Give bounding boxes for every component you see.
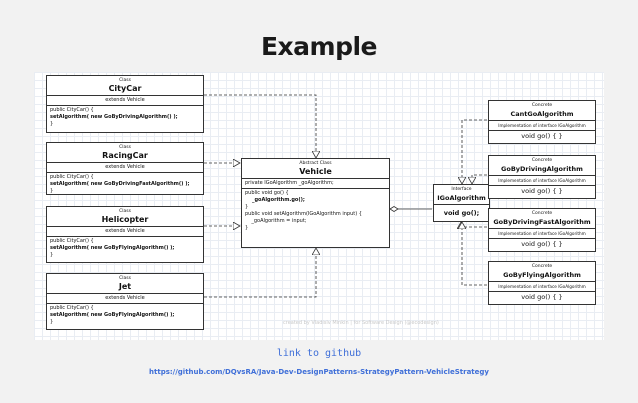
code-line: } bbox=[245, 225, 249, 231]
class-cantgo: Concrete CantGoAlgorithm Implementation … bbox=[488, 100, 596, 144]
class-name: CityCar bbox=[108, 84, 142, 93]
stereotype-label: Interface bbox=[451, 187, 472, 192]
stereotype-label: Concrete bbox=[531, 158, 553, 163]
code-line: } bbox=[245, 204, 249, 210]
impl-label: Implementation of interface IGoAlgorithm bbox=[489, 121, 595, 131]
interface-igoalgorithm: Interface IGoAlgorithm void go(); bbox=[433, 184, 490, 222]
uml-diagram: Class CityCar extends Vehicle public Cit… bbox=[34, 72, 604, 340]
class-name: CantGoAlgorithm bbox=[510, 110, 574, 118]
impl-label: Implementation of interface IGoAlgorithm bbox=[489, 229, 595, 239]
class-racingcar: Class RacingCar extends Vehicle public C… bbox=[46, 142, 204, 195]
class-code: public CityCar() {setAlgorithm( new GoBy… bbox=[47, 106, 203, 129]
method-label: void go() { } bbox=[521, 293, 563, 301]
stereotype-label: Concrete bbox=[531, 103, 553, 108]
inherit-jet bbox=[204, 248, 316, 298]
extends-label: extends Vehicle bbox=[47, 294, 203, 304]
field-label: private IGoAlgorithm _goAlgorithm; bbox=[242, 179, 389, 189]
extends-label: extends Vehicle bbox=[47, 96, 203, 106]
realize-cantgo bbox=[462, 119, 487, 184]
impl-label: Implementation of interface IGoAlgorithm bbox=[489, 282, 595, 292]
code-line: public CityCar() { bbox=[50, 174, 94, 180]
diagram-credit: created by Vladislv Minkin | for Softwar… bbox=[283, 320, 439, 326]
class-name: GoByDrivingFastAlgorithm bbox=[493, 218, 591, 226]
class-helicopter: Class Helicopter extends Vehicle public … bbox=[46, 206, 204, 263]
stereotype-label: Class bbox=[119, 78, 131, 83]
class-name: GoByFlyingAlgorithm bbox=[503, 271, 581, 279]
code-line: _goAlgorithm.go(); bbox=[245, 197, 305, 203]
code-line: public CityCar() { bbox=[50, 305, 94, 311]
class-goflying: Concrete GoByFlyingAlgorithm Implementat… bbox=[488, 261, 596, 305]
github-link[interactable]: link to github bbox=[276, 348, 362, 359]
stereotype-label: Concrete bbox=[531, 211, 553, 216]
slide-title: Example bbox=[260, 32, 378, 61]
extends-label: extends Vehicle bbox=[47, 227, 203, 237]
class-code: public void go() { _goAlgorithm.go();}pu… bbox=[242, 189, 389, 233]
class-godriving: Concrete GoByDrivingAlgorithm Implementa… bbox=[488, 155, 596, 199]
class-code: public CityCar() {setAlgorithm( new GoBy… bbox=[47, 237, 203, 260]
class-citycar: Class CityCar extends Vehicle public Cit… bbox=[46, 75, 204, 133]
extends-label: extends Vehicle bbox=[47, 163, 203, 173]
class-name: Vehicle bbox=[299, 167, 332, 176]
class-name: GoByDrivingAlgorithm bbox=[501, 165, 583, 173]
code-line: public CityCar() { bbox=[50, 238, 94, 244]
method-label: void go() { } bbox=[521, 187, 563, 195]
inherit-citycar bbox=[204, 94, 316, 158]
realize-goflying bbox=[462, 222, 487, 286]
class-name: IGoAlgorithm bbox=[437, 194, 486, 202]
code-line: public CityCar() { bbox=[50, 107, 94, 113]
github-url-link[interactable]: https://github.com/DQvsRA/Java-Dev-Desig… bbox=[149, 368, 489, 376]
method-label: void go() { } bbox=[521, 132, 563, 140]
class-name: Helicopter bbox=[101, 215, 149, 224]
code-line: setAlgorithm( new GoByDrivingAlgorithm()… bbox=[50, 114, 178, 120]
stereotype-label: Concrete bbox=[531, 264, 553, 269]
class-name: Jet bbox=[118, 282, 132, 291]
code-line: public void setAlgorithm(IGoAlgorithm in… bbox=[245, 211, 362, 217]
class-godrivingfast: Concrete GoByDrivingFastAlgorithm Implem… bbox=[488, 208, 596, 252]
connector-lines bbox=[204, 94, 487, 298]
code-line: } bbox=[50, 252, 54, 258]
class-code: public CityCar() {setAlgorithm( new GoBy… bbox=[47, 173, 203, 196]
code-line: setAlgorithm( new GoByFlyingAlgorithm() … bbox=[50, 245, 175, 251]
stereotype-label: Abstract Class bbox=[299, 161, 332, 166]
stereotype-label: Class bbox=[119, 209, 131, 214]
stereotype-label: Class bbox=[119, 145, 131, 150]
class-jet: Class Jet extends Vehicle public CityCar… bbox=[46, 273, 204, 330]
code-line: _goAlgorithm = input; bbox=[245, 218, 307, 224]
realize-godrivingfast bbox=[461, 222, 487, 227]
class-code: public CityCar() {setAlgorithm( new GoBy… bbox=[47, 304, 203, 327]
class-vehicle: Abstract Class Vehicle private IGoAlgori… bbox=[241, 158, 390, 248]
method-label: void go(); bbox=[443, 209, 480, 217]
stereotype-label: Class bbox=[119, 276, 131, 281]
code-line: setAlgorithm( new GoByDrivingFastAlgorit… bbox=[50, 181, 190, 187]
code-text: setAlgorithm(IGoAlgorithm input) { bbox=[273, 211, 362, 217]
impl-label: Implementation of interface IGoAlgorithm bbox=[489, 176, 595, 186]
code-line: } bbox=[50, 121, 54, 127]
code-line: } bbox=[50, 188, 54, 194]
code-line: setAlgorithm( new GoByFlyingAlgorithm() … bbox=[50, 312, 175, 318]
class-name: RacingCar bbox=[102, 151, 148, 160]
code-line: } bbox=[50, 319, 54, 325]
code-line: public void go() { bbox=[245, 190, 289, 196]
realize-godriving bbox=[472, 174, 487, 184]
method-label: void go() { } bbox=[521, 240, 563, 248]
